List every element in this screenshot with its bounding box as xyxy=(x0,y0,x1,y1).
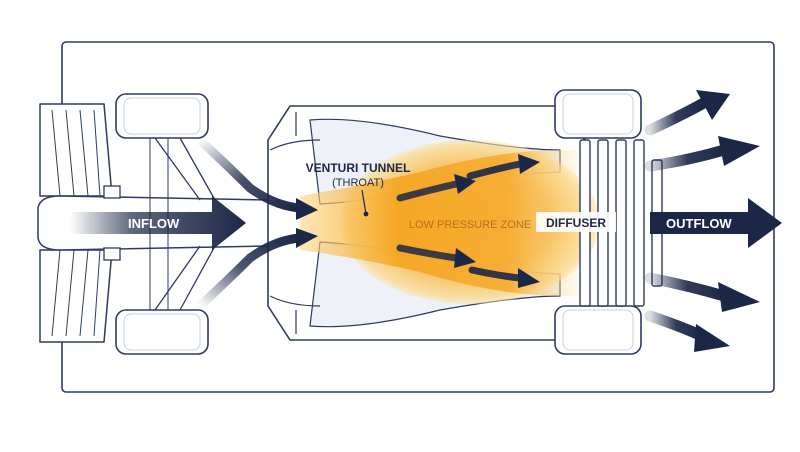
inflow-label: INFLOW xyxy=(128,216,180,231)
venturi-tunnel-label: VENTURI TUNNEL xyxy=(306,161,411,175)
inflow-streamline-bottom xyxy=(195,233,305,311)
venturi-throat-label: (THROAT) xyxy=(332,177,384,189)
inflow-arrow xyxy=(70,196,246,250)
diffuser-label: DIFFUSER xyxy=(546,216,606,230)
outflow-arrows xyxy=(644,90,760,352)
front-left-tyre xyxy=(115,93,209,139)
venturi-throat xyxy=(300,150,578,296)
outflow-label: OUTFLOW xyxy=(666,216,732,231)
rear-left-tyre xyxy=(554,89,642,139)
internal-flow-arrowheads xyxy=(454,154,540,288)
floor-edge-bottom xyxy=(269,295,321,334)
low-pressure-label: LOW PRESSURE ZONE xyxy=(409,219,531,231)
venturi-leader-line xyxy=(361,189,367,215)
diffuser-label-bg xyxy=(536,212,616,232)
outflow-arrow xyxy=(650,198,782,248)
venturi-leader-dot xyxy=(363,211,369,217)
front-wing xyxy=(39,103,113,343)
inflow-streamline-bottom-head xyxy=(296,228,318,248)
internal-flow-arrows xyxy=(396,160,524,282)
inflow-streamline-top-head xyxy=(296,198,318,220)
front-right-tyre xyxy=(115,309,209,355)
rear-right-tyre xyxy=(554,305,642,355)
inflow-streamline-top xyxy=(195,135,305,213)
floor-edge-top xyxy=(269,112,321,151)
